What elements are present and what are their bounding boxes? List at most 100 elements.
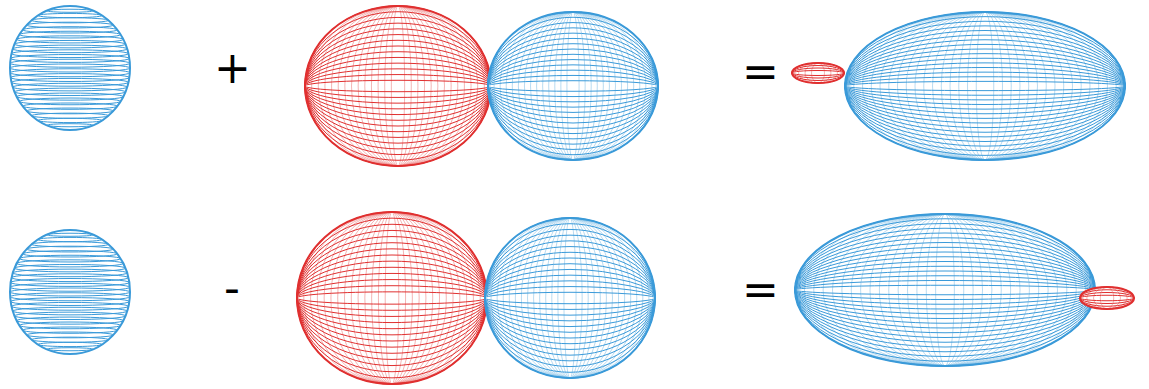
wire-line <box>1080 295 1134 301</box>
wire-line <box>845 68 1125 105</box>
wire-line <box>11 298 130 306</box>
wire-line <box>540 218 601 378</box>
wire-line <box>861 214 1030 366</box>
wire-line <box>12 274 129 282</box>
wire-line <box>345 212 440 384</box>
orbital-outline <box>10 230 130 354</box>
wire-line <box>854 12 1117 160</box>
wire-line <box>391 6 404 166</box>
wire-line <box>512 12 633 160</box>
wire-line <box>297 224 487 371</box>
wire-line <box>305 17 491 154</box>
wire-line <box>917 214 973 366</box>
wire-line <box>10 69 130 77</box>
wire-line <box>332 6 465 166</box>
wire-line <box>795 228 1095 352</box>
wire-line <box>10 64 130 72</box>
wire-line <box>795 233 1095 347</box>
wire-line <box>485 264 655 333</box>
operator-sign: = <box>742 50 779 94</box>
wire-line <box>305 80 491 91</box>
wire-line <box>528 218 613 378</box>
wire-line <box>47 124 93 127</box>
wire-line <box>385 6 412 166</box>
wire-line <box>497 218 643 378</box>
wire-line <box>503 218 637 378</box>
wire-line <box>297 237 487 360</box>
wire-line <box>898 214 992 366</box>
wire-line <box>845 63 1125 109</box>
orbital-outline <box>305 6 491 166</box>
wire-line <box>358 6 438 166</box>
wire-line <box>47 348 93 351</box>
wire-line <box>926 214 964 366</box>
wire-line <box>795 266 1095 314</box>
wire-line <box>305 40 491 131</box>
wire-line <box>792 63 844 83</box>
orbital-outline <box>792 63 844 83</box>
wire-line <box>552 218 588 378</box>
wire-line <box>933 12 1038 160</box>
wire-line <box>792 63 844 83</box>
wire-line <box>924 12 1047 160</box>
wire-line <box>305 69 491 103</box>
wire-line <box>509 218 630 378</box>
wire-line <box>32 113 109 118</box>
wire-line <box>345 6 451 166</box>
orbital-lobe <box>485 218 655 378</box>
wire-line <box>317 212 466 384</box>
wire-line <box>795 271 1095 309</box>
wire-line <box>372 212 413 384</box>
wire-line <box>488 28 658 144</box>
orbital-outline <box>10 6 130 130</box>
wire-line <box>845 40 1125 133</box>
wire-line <box>845 21 1125 151</box>
wire-line <box>795 224 1095 357</box>
wire-line <box>485 287 655 310</box>
wire-line <box>795 243 1095 338</box>
wire-line <box>10 288 130 296</box>
wire-line <box>305 29 491 143</box>
wire-line <box>11 55 130 63</box>
wire-line <box>12 50 129 58</box>
orbital-lobe <box>297 212 487 384</box>
wire-line <box>338 212 447 384</box>
wire-line <box>365 6 431 166</box>
wire-line <box>485 224 655 373</box>
wire-line <box>15 264 126 271</box>
orbital-outline <box>488 12 658 160</box>
operator-sign: = <box>742 268 779 312</box>
wire-line <box>845 72 1125 100</box>
wire-line <box>950 12 1020 160</box>
wire-line <box>871 12 1099 160</box>
wire-line <box>795 257 1095 324</box>
wire-line <box>378 6 418 166</box>
wire-line <box>558 218 582 378</box>
wire-line <box>305 46 491 126</box>
wire-line <box>488 75 658 96</box>
wire-line <box>1080 290 1134 307</box>
wire-line <box>485 235 655 361</box>
wire-line <box>795 276 1095 305</box>
orbital-lobe <box>1080 287 1134 309</box>
wire-line <box>863 12 1108 160</box>
wire-line <box>879 214 1010 366</box>
wire-line <box>845 44 1125 127</box>
wire-line <box>814 214 1077 366</box>
wire-line <box>500 12 646 160</box>
wire-line <box>488 70 658 102</box>
wire-line <box>506 12 640 160</box>
wire-line <box>531 12 616 160</box>
orbital-lobe <box>795 214 1095 366</box>
orbital-lobe <box>845 12 1125 160</box>
wire-line <box>845 17 1125 156</box>
wire-line <box>845 12 1125 160</box>
wire-line <box>488 54 658 117</box>
wire-line <box>13 45 127 53</box>
wire-line <box>795 281 1095 300</box>
wire-line <box>485 292 655 303</box>
wire-line <box>1080 287 1134 309</box>
wire-line <box>485 241 655 355</box>
wire-line <box>318 6 477 166</box>
